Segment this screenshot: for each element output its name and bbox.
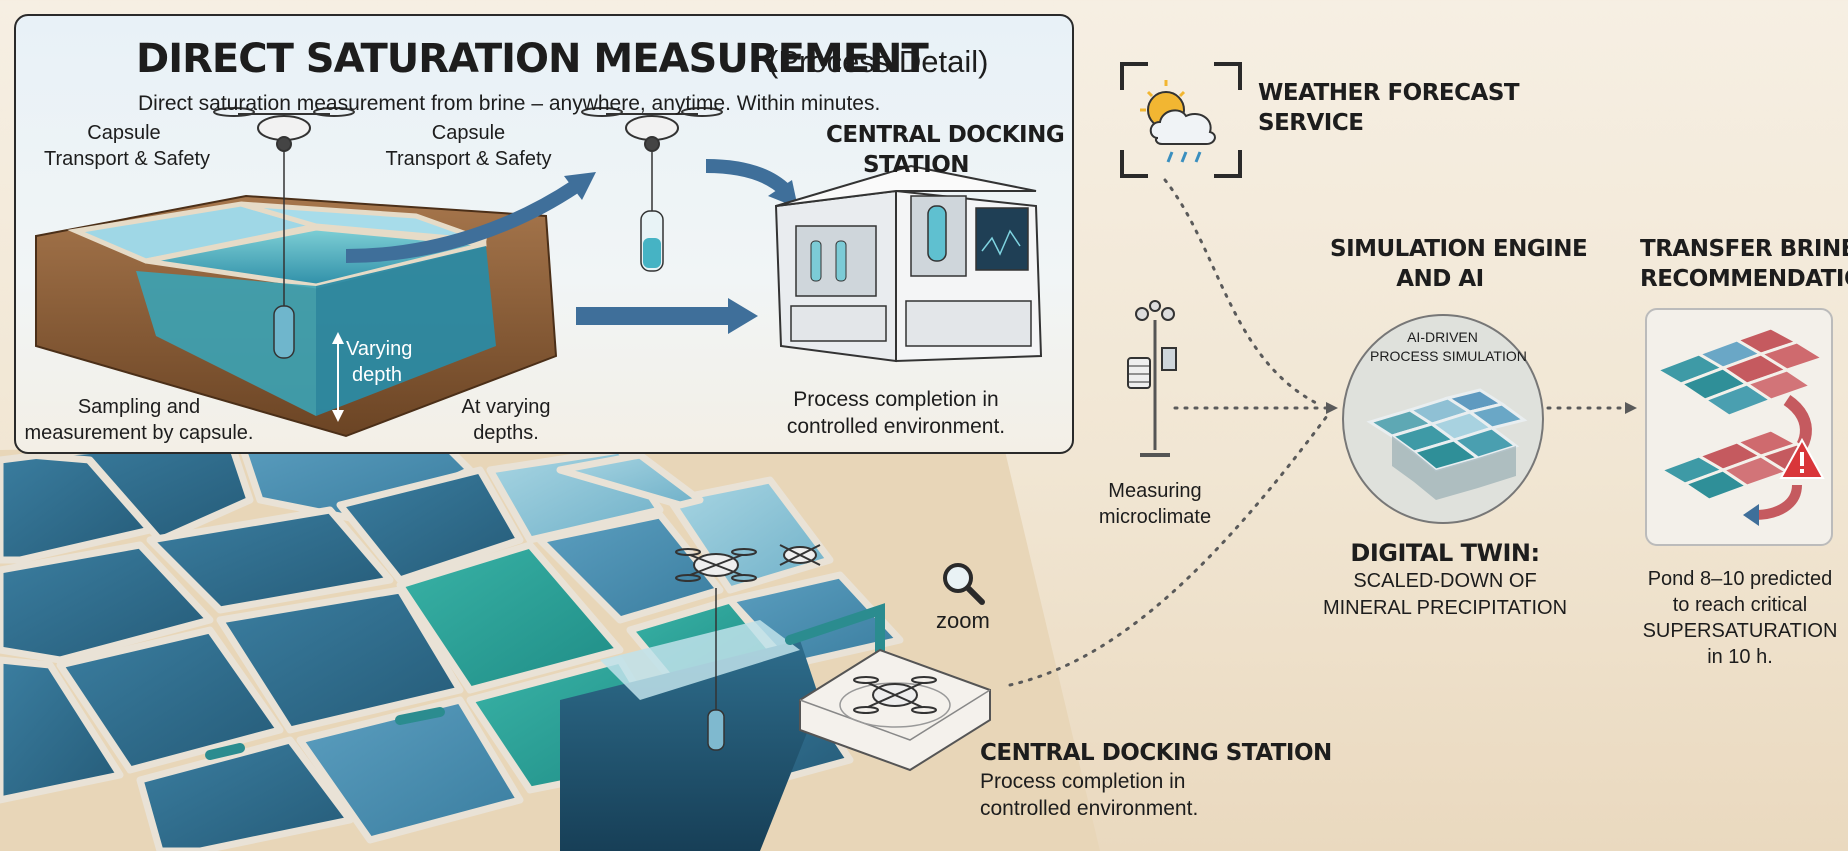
zoom-label: zoom — [936, 608, 990, 633]
digital-twin-globe — [1342, 314, 1544, 524]
docking-station-unit — [774, 164, 1043, 363]
panel-capsule — [273, 305, 295, 359]
transfer-brine-title: TRANSFER BRINERECOMMENDATION — [1640, 236, 1848, 292]
recommendation-illustration — [1653, 326, 1827, 526]
pond-surface-foam — [600, 620, 800, 700]
station-monitor — [975, 207, 1029, 271]
panel-subtitle: Direct saturation measurement from brine… — [138, 92, 881, 115]
capsule-submerged — [707, 709, 725, 751]
arrow-to-drone — [345, 180, 580, 263]
weather-forecast-icon — [1120, 62, 1242, 178]
alert-icon — [1779, 437, 1825, 479]
panel-drone-left — [213, 107, 355, 152]
cut-pond-wall — [560, 640, 820, 851]
panel-title-suffix: (Process Detail) — [768, 44, 989, 79]
recommendation-card — [1645, 308, 1833, 546]
panel-drone-right — [581, 107, 723, 152]
panel-title: DIRECT SATURATION MEASUREMENT — [136, 36, 929, 82]
docking-station-caption: CENTRAL DOCKING STATION Process completi… — [980, 740, 1332, 820]
pond-grid — [0, 426, 904, 851]
arrow-to-station — [705, 159, 791, 197]
weather-station-icon — [1127, 300, 1177, 457]
process-detail-panel: DIRECT SATURATION MEASUREMENT (Process D… — [14, 14, 1074, 454]
pad-drone — [853, 676, 937, 714]
digital-twin-label: DIGITAL TWIN: SCALED-DOWN OF MINERAL PRE… — [1322, 539, 1568, 619]
connector-arrowheads — [1326, 402, 1637, 414]
water-cutaway — [136, 271, 316, 416]
field-drone-2 — [779, 544, 821, 566]
dotted-connectors — [1008, 178, 1627, 687]
field-drone-1 — [675, 548, 757, 582]
process-panel-illustration — [35, 107, 1043, 438]
magnifier-icon — [943, 563, 985, 605]
docking-pad — [799, 648, 991, 772]
